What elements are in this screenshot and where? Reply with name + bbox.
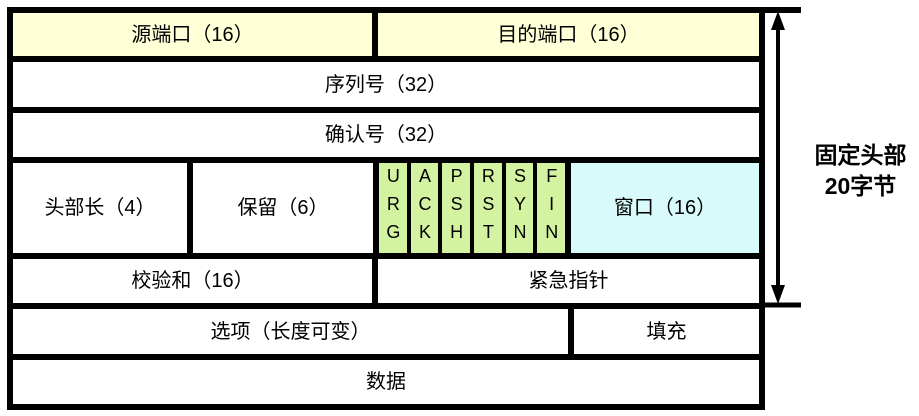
row-ports: 源端口（16） 目的端口（16） xyxy=(13,13,759,56)
row-options: 选项（长度可变） 填充 xyxy=(13,309,759,354)
field-data: 数据 xyxy=(13,360,759,404)
flag-syn: SYN xyxy=(505,163,534,253)
field-source-port: 源端口（16） xyxy=(13,13,372,56)
row-checksum: 校验和（16） 紧急指针 xyxy=(13,259,759,303)
flag-ack: ACK xyxy=(410,163,439,253)
field-window: 窗口（16） xyxy=(571,163,759,253)
field-sequence-number: 序列号（32） xyxy=(13,62,759,107)
field-urgent-pointer: 紧急指针 xyxy=(378,259,759,303)
flag-fin: FIN xyxy=(537,163,566,253)
row-sequence: 序列号（32） xyxy=(13,62,759,107)
field-padding: 填充 xyxy=(574,309,759,354)
flag-rst: RST xyxy=(474,163,502,253)
flag-psh: PSH xyxy=(442,163,471,253)
row-ack: 确认号（32） xyxy=(13,113,759,157)
fixed-header-extent-arrow-icon xyxy=(765,7,801,308)
tcp-header-table: 源端口（16） 目的端口（16） 序列号（32） 确认号（32） 头部长（4） … xyxy=(7,7,765,410)
field-header-length: 头部长（4） xyxy=(13,163,187,253)
field-checksum: 校验和（16） xyxy=(13,259,372,303)
field-ack-number: 确认号（32） xyxy=(13,113,759,157)
row-flags: 头部长（4） 保留（6） URG ACK PSH RST SYN FIN 窗口（… xyxy=(13,163,759,253)
flag-urg: URG xyxy=(379,163,407,253)
row-data: 数据 xyxy=(13,360,759,404)
flag-cells-group: URG ACK PSH RST SYN FIN xyxy=(379,163,566,253)
fixed-header-label-line1: 固定头部 xyxy=(814,142,907,168)
field-dest-port: 目的端口（16） xyxy=(378,13,759,56)
fixed-header-label: 固定头部 20字节 xyxy=(802,140,919,202)
field-options: 选项（长度可变） xyxy=(13,309,568,354)
fixed-header-label-line2: 20字节 xyxy=(824,173,897,199)
field-reserved: 保留（6） xyxy=(193,163,373,253)
